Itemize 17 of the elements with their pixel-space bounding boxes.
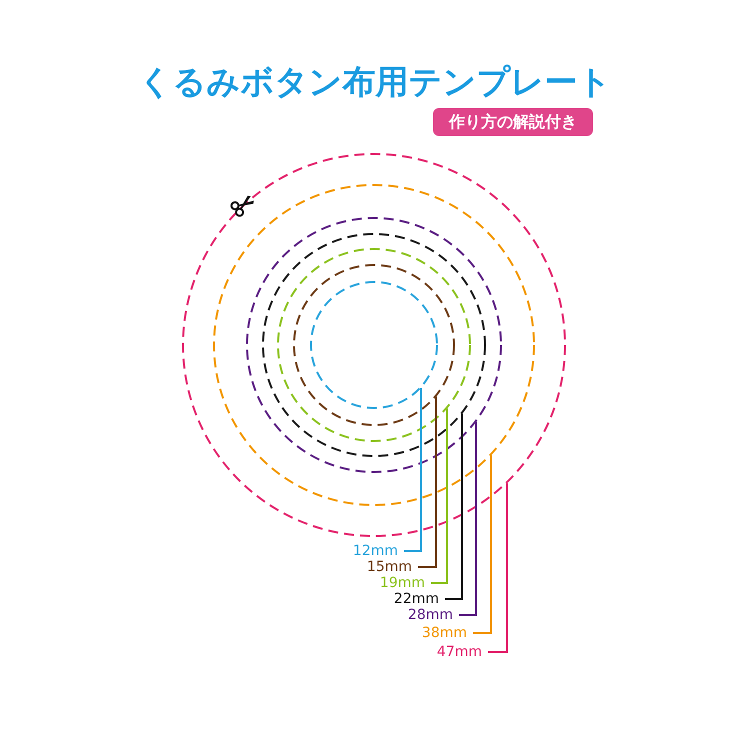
badge: 作り方の解説付き <box>433 108 593 136</box>
size-label: 28mm <box>408 607 453 623</box>
size-label: 47mm <box>436 644 482 660</box>
size-label: 19mm <box>380 575 425 591</box>
leader-line <box>404 388 422 552</box>
leader-line <box>473 455 492 634</box>
size-label: 22mm <box>394 591 439 607</box>
size-label: 38mm <box>422 625 467 641</box>
leader-line <box>418 396 437 568</box>
leader-line <box>445 414 463 600</box>
leader-line <box>488 483 508 653</box>
size-label: 15mm <box>366 559 412 575</box>
dashed-cutting-circle <box>182 153 566 537</box>
leader-line <box>431 408 448 584</box>
size-label: 12mm <box>352 543 398 559</box>
leader-line <box>459 422 477 616</box>
title: くるみボタン布用テンプレート <box>138 61 612 103</box>
